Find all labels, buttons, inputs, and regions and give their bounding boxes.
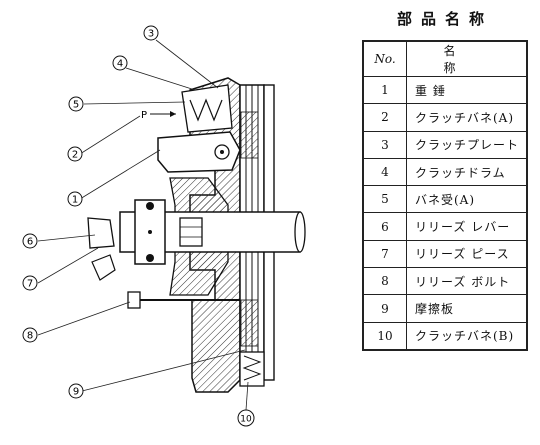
header-no: No. [362, 40, 407, 77]
friction-plate-lower [240, 299, 259, 347]
table-row: 1 重 錘 [362, 75, 528, 105]
callout-circle-1 [67, 191, 83, 207]
clutch-cross-section-drawing: P 1 2 3 4 5 6 7 8 9 10 [22, 25, 306, 427]
callout-number-7: 7 [27, 279, 33, 290]
part-name: 重 錘 [406, 75, 528, 105]
release-piece [87, 217, 115, 249]
callout-number-3: 3 [148, 29, 154, 40]
part-name: リリーズ レバー [406, 212, 528, 241]
callout-circle-5 [68, 96, 84, 112]
part-name: リリーズ ボルト [406, 267, 528, 296]
clutch-spring-b-housing [239, 351, 265, 387]
table-row: 4 クラッチドラム [362, 157, 528, 187]
table-row: 5 バネ受(A) [362, 185, 528, 214]
callout-number-9: 9 [73, 387, 79, 398]
parts-table-header-row: No. 名 称 [362, 40, 528, 77]
callout-number-1: 1 [72, 195, 78, 206]
part-number: 8 [362, 267, 407, 296]
callout-circle-4 [112, 55, 128, 71]
friction-plate-upper [240, 111, 259, 159]
callout-number-10: 10 [240, 415, 252, 425]
callout-circle-2 [67, 146, 83, 162]
callout-number-2: 2 [72, 150, 78, 161]
table-row: 10 クラッチバネ(B) [362, 321, 528, 351]
table-row: 3 クラッチプレート [362, 130, 528, 159]
callout-circle-6 [22, 233, 38, 249]
part-name: クラッチバネ(B) [406, 321, 528, 351]
part-number: 10 [362, 321, 407, 351]
callout-circle-7 [22, 275, 38, 291]
table-row: 9 摩擦板 [362, 294, 528, 323]
part-name: クラッチプレート [406, 130, 528, 159]
callout-circle-9 [68, 383, 84, 399]
part-number: 9 [362, 294, 407, 323]
weight-part [157, 131, 241, 173]
shaft-nut [179, 217, 203, 247]
callout-circle-10 [237, 409, 255, 427]
callout-number-4: 4 [117, 59, 123, 70]
part-number: 7 [362, 239, 407, 269]
callout-circle-3 [143, 25, 159, 41]
clutch-spring-a [189, 98, 223, 122]
part-name: バネ受(A) [406, 185, 528, 214]
table-row: 7 リリーズ ピース [362, 239, 528, 269]
table-row: 2 クラッチバネ(A) [362, 103, 528, 132]
parts-name-table: No. 名 称 1 重 錘 2 クラッチバネ(A) 3 クラッチプレート 4 ク… [362, 40, 528, 351]
callout-circle-8 [22, 327, 38, 343]
part-number: 3 [362, 130, 407, 159]
part-name: クラッチドラム [406, 157, 528, 187]
part-number: 6 [362, 212, 407, 241]
part-number: 4 [362, 157, 407, 187]
header-name: 名 称 [406, 40, 528, 77]
parts-table-title: 部品名称 [396, 10, 493, 28]
table-row: 6 リリーズ レバー [362, 212, 528, 241]
part-number: 1 [362, 75, 407, 105]
callout-number-5: 5 [73, 100, 79, 111]
spring-seat [181, 84, 233, 133]
clutch-spring-b [242, 355, 262, 381]
part-number: 5 [362, 185, 407, 214]
callout-number-8: 8 [27, 331, 33, 342]
table-row: 8 リリーズ ボルト [362, 267, 528, 296]
part-name: 摩擦板 [406, 294, 528, 323]
part-name: リリーズ ピース [406, 239, 528, 269]
part-name: クラッチバネ(A) [406, 103, 528, 132]
pointer-label-p: P [141, 110, 147, 121]
callout-number-6: 6 [27, 237, 33, 248]
part-number: 2 [362, 103, 407, 132]
